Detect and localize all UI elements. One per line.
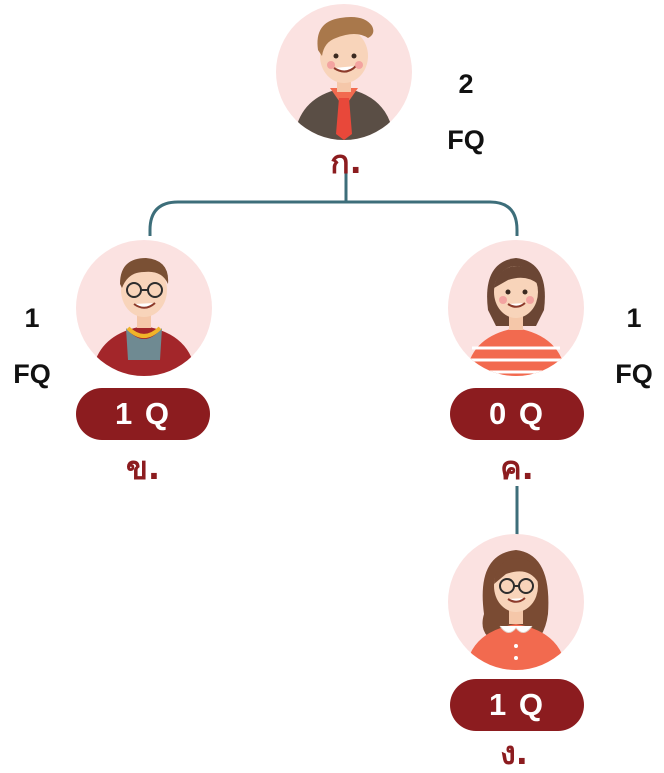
fq-indicator-left: 1 FQ	[2, 302, 62, 390]
question-count-pill-bottom: 1 Q	[450, 679, 584, 731]
node-label-left: ข.	[125, 449, 161, 487]
man-with-glasses-avatar	[76, 240, 212, 376]
node-label-root: ก.	[330, 143, 362, 181]
fq-unit-root: FQ	[447, 125, 485, 155]
fq-value-right: 1	[626, 303, 642, 333]
fq-unit-left: FQ	[13, 359, 51, 389]
man-with-tie-avatar	[276, 4, 412, 140]
node-label-right: ค.	[500, 449, 534, 487]
question-count-pill-right: 0 Q	[450, 388, 584, 440]
connector-root-children	[148, 172, 519, 236]
fq-indicator-right: 1 FQ	[604, 302, 664, 390]
fq-value-left: 1	[24, 303, 40, 333]
node-label-bottom: ง.	[500, 734, 528, 772]
fq-unit-right: FQ	[615, 359, 653, 389]
woman-striped-shirt-avatar	[448, 240, 584, 376]
fq-indicator-root: 2 FQ	[436, 68, 496, 156]
woman-with-glasses-avatar	[448, 534, 584, 670]
question-count-pill-left: 1 Q	[76, 388, 210, 440]
fq-value-root: 2	[458, 69, 474, 99]
